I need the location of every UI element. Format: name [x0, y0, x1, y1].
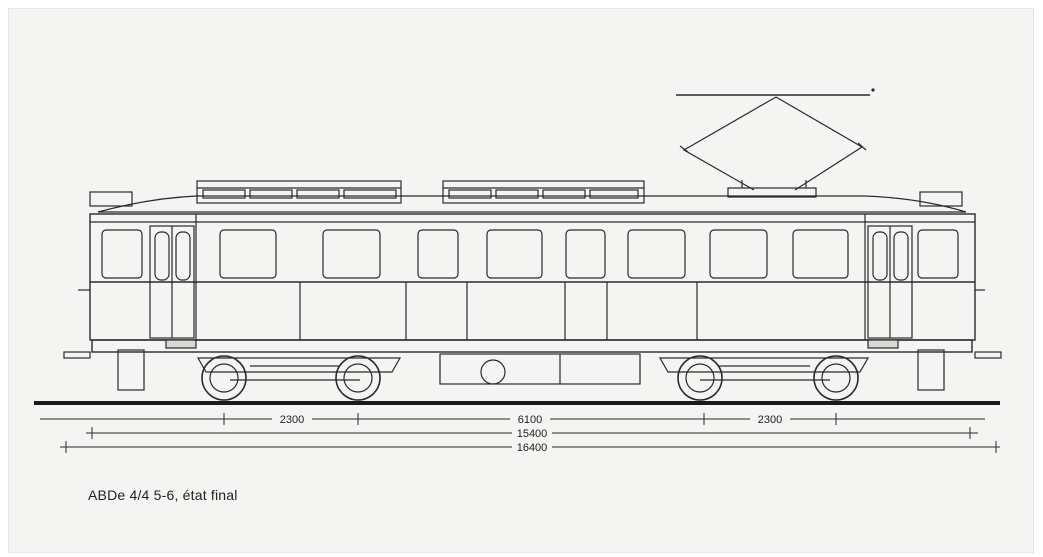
dim-bogie-wheelbase-right: 2300: [758, 414, 782, 426]
paper-frame: [8, 8, 1034, 553]
roof: [89, 180, 967, 213]
dim-length-over-buffers: 16400: [517, 442, 548, 454]
car-body: [78, 213, 985, 341]
pantograph: [676, 88, 875, 198]
dim-bogie-wheelbase-left: 2300: [280, 414, 304, 426]
underframe: [63, 339, 1002, 391]
bogie-left: [196, 355, 402, 401]
dim-bogie-centres: 6100: [518, 414, 542, 426]
bogie-right: [658, 355, 870, 401]
drawing-caption: ABDe 4/4 5-6, état final: [88, 487, 238, 503]
dim-length-over-body: 15400: [517, 428, 548, 440]
